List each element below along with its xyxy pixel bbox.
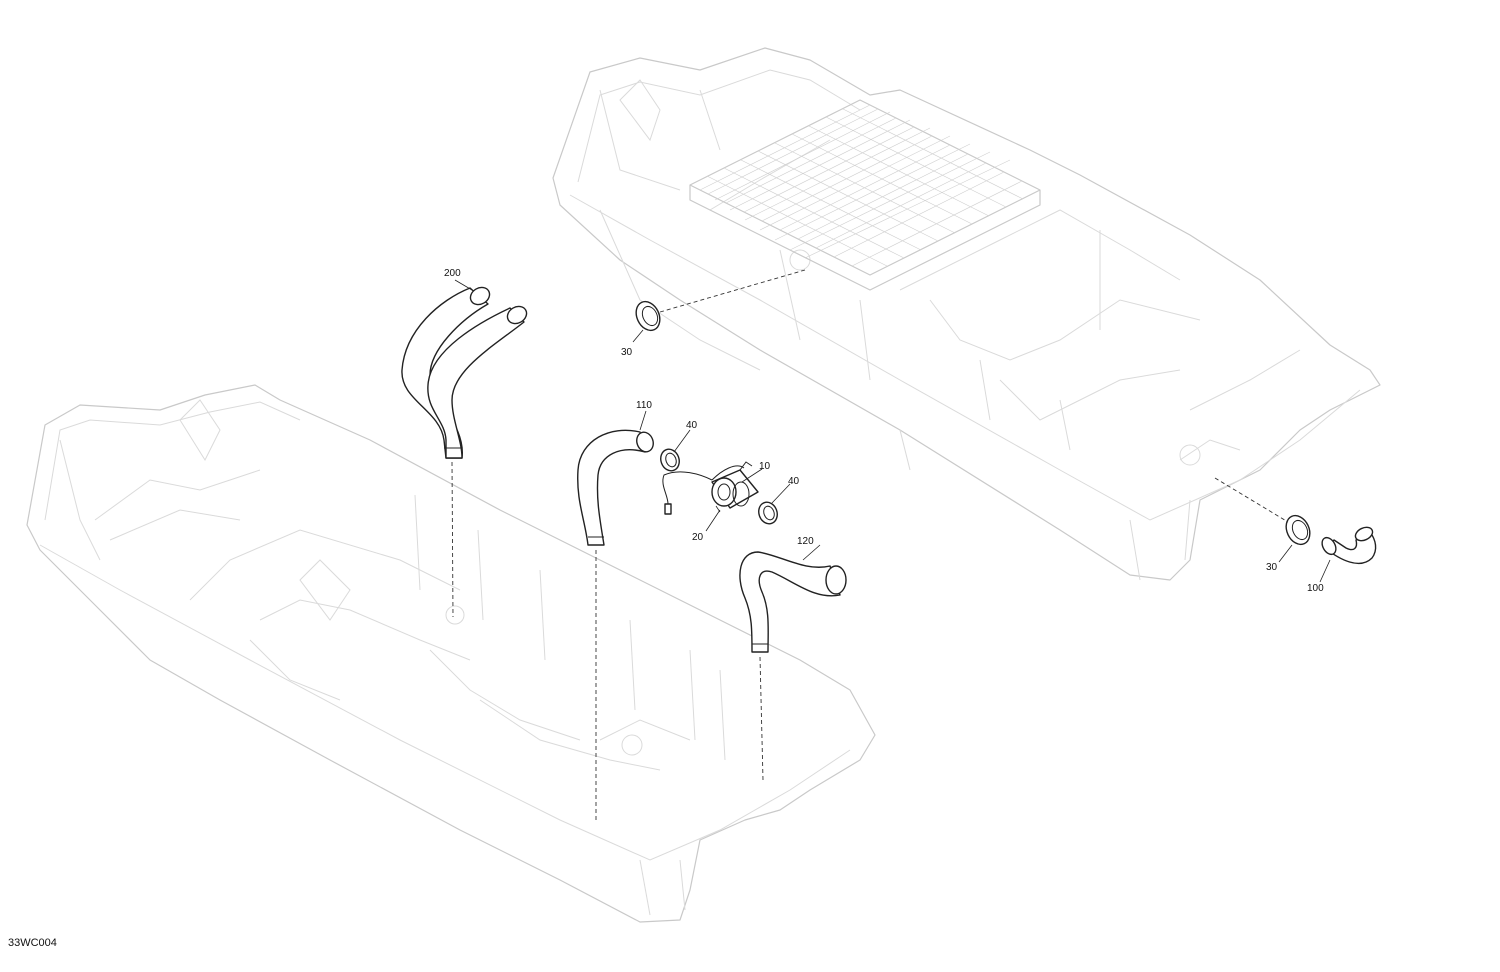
callout-120: 120	[797, 536, 814, 547]
pump-10	[711, 461, 759, 509]
hose-200	[401, 286, 528, 459]
leader-lines	[454, 279, 1331, 583]
callout-40-left: 40	[686, 420, 698, 431]
ring-30-lower	[1285, 514, 1311, 546]
ring-30-upper	[635, 300, 661, 332]
drawing-code: 33WC004	[8, 937, 57, 949]
callout-20: 20	[692, 532, 704, 543]
callout-30-lower: 30	[1266, 562, 1278, 573]
clamp-40-left	[660, 448, 680, 472]
assembly-dashed-lines	[451, 269, 1289, 820]
deck-grating	[689, 99, 1041, 291]
callout-40-right: 40	[788, 476, 800, 487]
clamp-40-right	[758, 501, 778, 525]
hose-120	[739, 551, 847, 653]
callout-110: 110	[636, 400, 652, 411]
upper-hull-body	[552, 47, 1381, 581]
callout-100: 100	[1307, 583, 1324, 594]
callout-200: 200	[444, 268, 461, 279]
hose-110	[577, 429, 654, 546]
wire-harness-20	[662, 465, 745, 515]
elbow-100	[1321, 526, 1377, 564]
lower-hull-body	[26, 384, 876, 923]
callout-10: 10	[759, 461, 771, 472]
callout-30-upper: 30	[621, 347, 633, 358]
